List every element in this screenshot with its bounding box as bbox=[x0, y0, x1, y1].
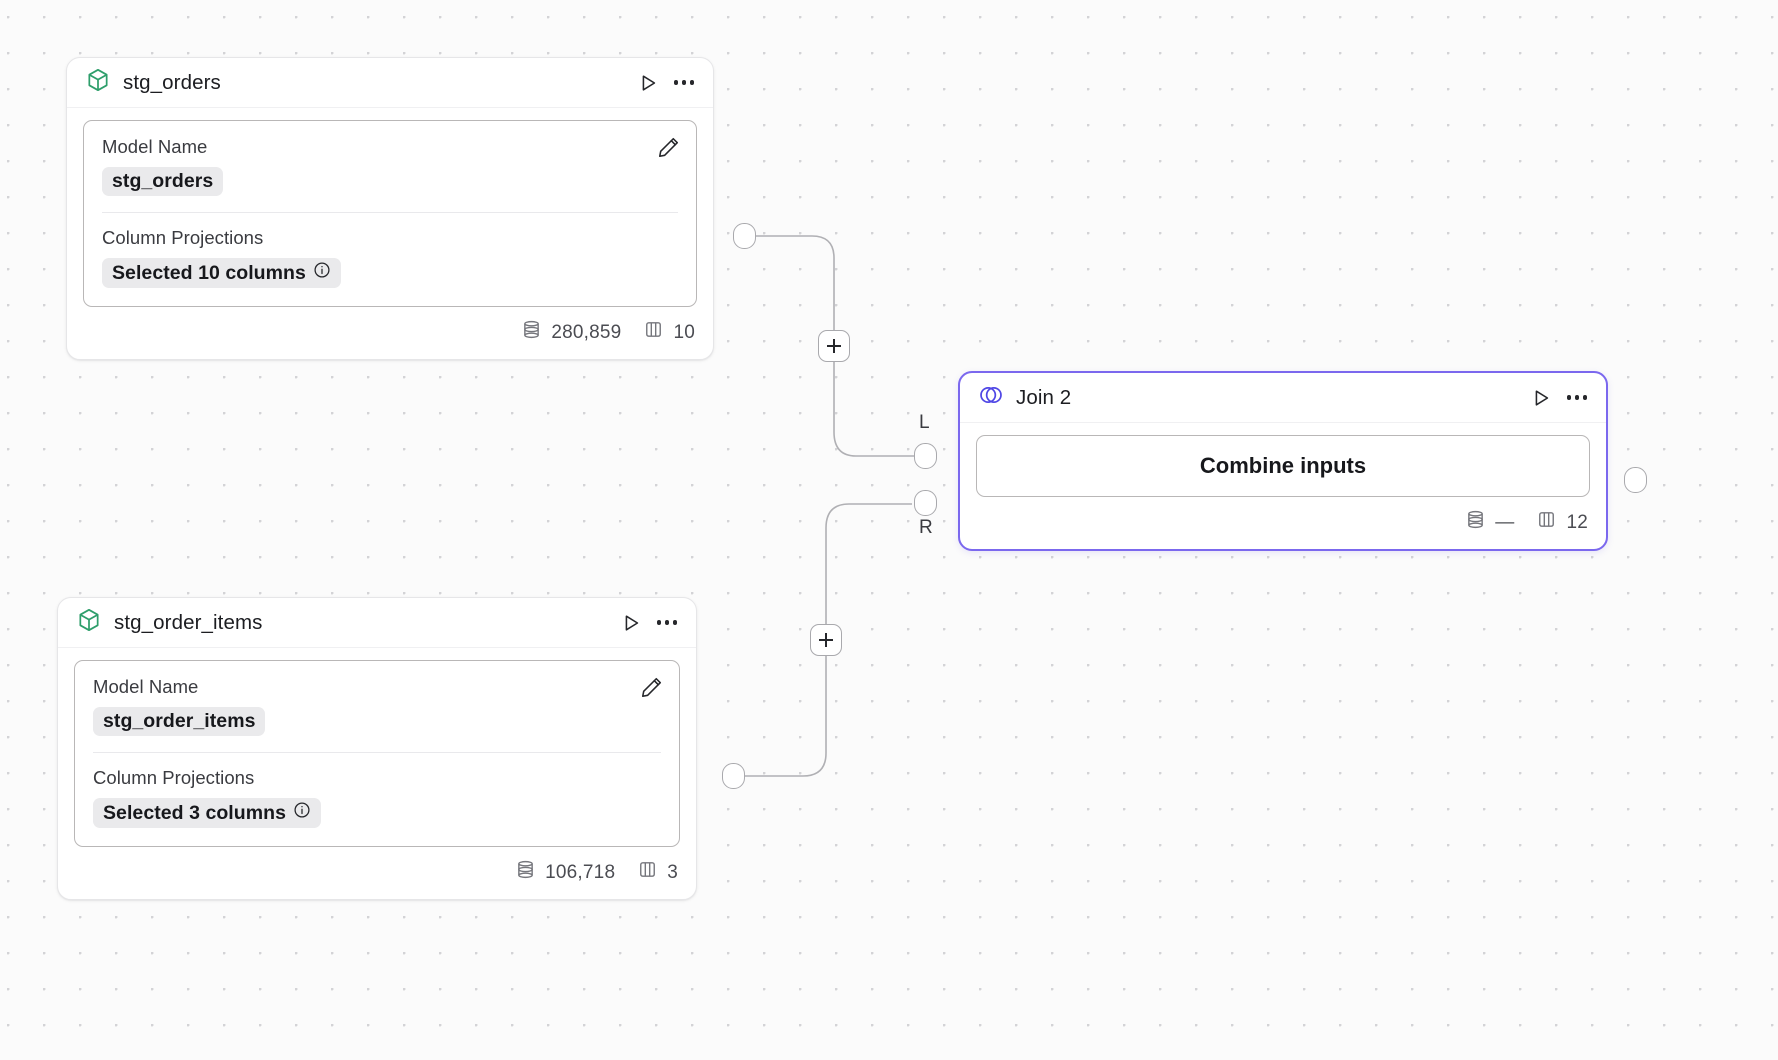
run-button[interactable] bbox=[635, 70, 661, 96]
node-footer: — 12 bbox=[960, 497, 1606, 549]
cube-icon bbox=[85, 67, 111, 98]
node-body: Combine inputs bbox=[960, 423, 1606, 497]
field-divider bbox=[93, 752, 661, 753]
model-name-chip[interactable]: stg_orders bbox=[102, 167, 224, 196]
node-title: Join 2 bbox=[1016, 385, 1072, 409]
node-header: stg_order_items bbox=[58, 598, 696, 648]
combine-inputs-label: Combine inputs bbox=[1199, 453, 1367, 478]
column-projections-chip[interactable]: Selected 3 columns bbox=[93, 798, 321, 828]
add-node-on-edge-top[interactable] bbox=[818, 330, 850, 362]
node-header: stg_orders bbox=[67, 58, 713, 108]
columns-icon bbox=[1536, 509, 1557, 536]
output-port-join-2[interactable] bbox=[1624, 467, 1647, 493]
row-count-stat: 106,718 bbox=[515, 859, 615, 886]
add-node-on-edge-bottom[interactable] bbox=[810, 624, 842, 656]
database-icon bbox=[1465, 509, 1486, 536]
database-icon bbox=[515, 859, 536, 886]
column-count-stat: 12 bbox=[1536, 509, 1588, 536]
field-label-column-projections: Column Projections bbox=[93, 767, 255, 788]
node-title: stg_order_items bbox=[114, 610, 263, 634]
columns-icon bbox=[637, 859, 658, 886]
node-join-2[interactable]: Join 2 Combine inputs bbox=[958, 371, 1608, 551]
output-port-stg-orders[interactable] bbox=[733, 223, 756, 249]
column-count-value: 12 bbox=[1566, 511, 1588, 533]
column-count-stat: 3 bbox=[637, 859, 678, 886]
columns-icon bbox=[643, 319, 664, 346]
row-count-value: 280,859 bbox=[551, 321, 622, 343]
input-port-label-right: R bbox=[919, 517, 933, 538]
field-label-model-name: Model Name bbox=[93, 676, 199, 697]
model-name-value: stg_orders bbox=[112, 170, 214, 192]
database-icon bbox=[521, 319, 542, 346]
run-button[interactable] bbox=[618, 610, 644, 636]
output-port-stg-order-items[interactable] bbox=[722, 763, 745, 789]
column-count-value: 10 bbox=[673, 321, 695, 343]
field-label-column-projections: Column Projections bbox=[102, 227, 264, 248]
info-icon[interactable] bbox=[313, 261, 331, 285]
row-count-stat: 280,859 bbox=[521, 319, 621, 346]
cube-icon bbox=[76, 607, 102, 638]
column-count-stat: 10 bbox=[643, 319, 695, 346]
info-icon[interactable] bbox=[293, 801, 311, 825]
column-count-value: 3 bbox=[667, 861, 678, 883]
column-projections-chip[interactable]: Selected 10 columns bbox=[102, 258, 341, 288]
run-button[interactable] bbox=[1528, 385, 1554, 411]
node-body: Model Name stg_orders Column Projections… bbox=[67, 108, 713, 307]
model-name-value: stg_order_items bbox=[103, 710, 256, 732]
node-title: stg_orders bbox=[123, 70, 221, 94]
more-options-icon[interactable] bbox=[671, 70, 697, 96]
row-count-stat: — bbox=[1465, 509, 1514, 536]
node-body: Model Name stg_order_items Column Projec… bbox=[58, 648, 696, 847]
model-config-box: Model Name stg_order_items Column Projec… bbox=[74, 660, 680, 847]
node-header: Join 2 bbox=[960, 373, 1606, 423]
node-footer: 280,859 10 bbox=[67, 307, 713, 359]
more-options-icon[interactable] bbox=[1564, 385, 1590, 411]
field-label-model-name: Model Name bbox=[102, 136, 208, 157]
row-count-value: — bbox=[1495, 511, 1515, 533]
column-projections-value: Selected 10 columns bbox=[112, 261, 306, 284]
edit-pencil-icon[interactable] bbox=[656, 135, 681, 165]
field-divider bbox=[102, 212, 678, 213]
edit-pencil-icon[interactable] bbox=[639, 675, 664, 705]
model-config-box: Model Name stg_orders Column Projections… bbox=[83, 120, 697, 307]
combine-inputs-button[interactable]: Combine inputs bbox=[976, 435, 1590, 497]
column-projections-value: Selected 3 columns bbox=[103, 801, 286, 824]
node-stg-orders[interactable]: stg_orders Model Name bbox=[66, 57, 714, 360]
row-count-value: 106,718 bbox=[545, 861, 616, 883]
input-port-label-left: L bbox=[919, 412, 930, 433]
more-options-icon[interactable] bbox=[654, 610, 680, 636]
node-footer: 106,718 3 bbox=[58, 847, 696, 899]
input-port-join-left[interactable] bbox=[914, 443, 937, 469]
input-port-join-right[interactable] bbox=[914, 490, 937, 516]
node-stg-order-items[interactable]: stg_order_items Model Name bbox=[57, 597, 697, 900]
model-name-chip[interactable]: stg_order_items bbox=[93, 707, 266, 736]
join-venn-icon bbox=[978, 382, 1004, 413]
